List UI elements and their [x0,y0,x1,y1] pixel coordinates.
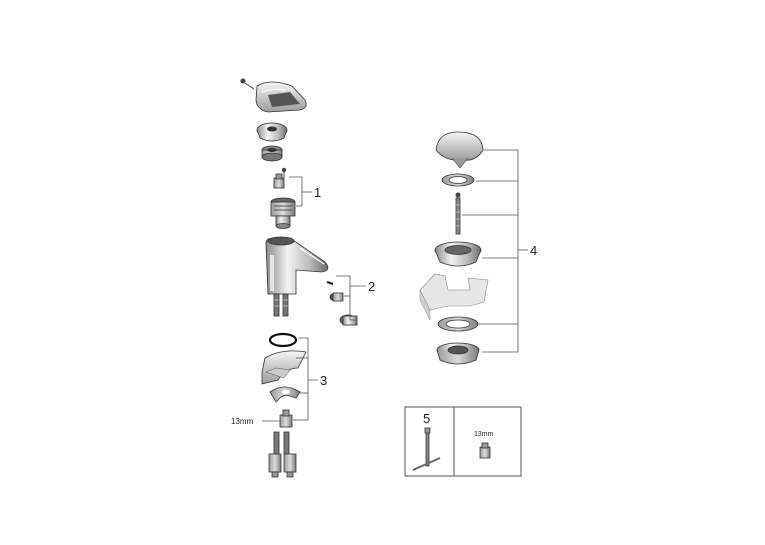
waste-locknut [436,342,480,365]
dimension-label: 13mm [231,417,254,426]
callout-label-1: 1 [314,185,321,200]
tools-box: 5 13mm [404,406,522,477]
grub-screw [240,78,255,90]
callout-1: 1 [289,176,321,207]
waste-plug-cap [435,131,484,169]
fixing-nut-13mm [279,409,293,428]
basin-seal [437,316,479,332]
threaded-rod [455,192,461,235]
tap-assembly: 1 [231,78,375,478]
socket-wrench-13mm: 13mm [474,431,494,459]
horseshoe-support [261,350,307,385]
hose-connectors [268,431,297,478]
fixing-washer [269,386,301,403]
callout-2: 2 [336,275,375,321]
callout-label-2: 2 [368,279,375,294]
cartridge-screw [281,167,287,178]
cartridge [270,197,296,229]
callout-label-3: 3 [320,373,327,388]
tools-callout-5: 5 [423,411,430,426]
aerator-housing [339,314,358,326]
base-o-ring [268,332,298,348]
waste-body [434,241,482,267]
basin-section [419,273,489,321]
aerator-insert [329,292,344,302]
callout-label-4: 4 [530,243,537,258]
waste-assembly: 4 [419,131,537,365]
cartridge-nut [261,145,283,162]
callout-3: 3 [293,337,327,421]
supply-hoses [273,293,289,317]
hex-key-tool [412,427,441,471]
tap-body [265,236,329,295]
spindle-adapter [273,173,285,189]
callout-4: 4 [462,149,537,353]
handle-cap [256,122,288,142]
dimension-13mm: 13mm [231,417,280,426]
tool-size-label: 13mm [474,431,494,438]
aerator-seal [326,281,334,285]
plug-washer [441,173,475,187]
lever-handle [255,81,307,113]
